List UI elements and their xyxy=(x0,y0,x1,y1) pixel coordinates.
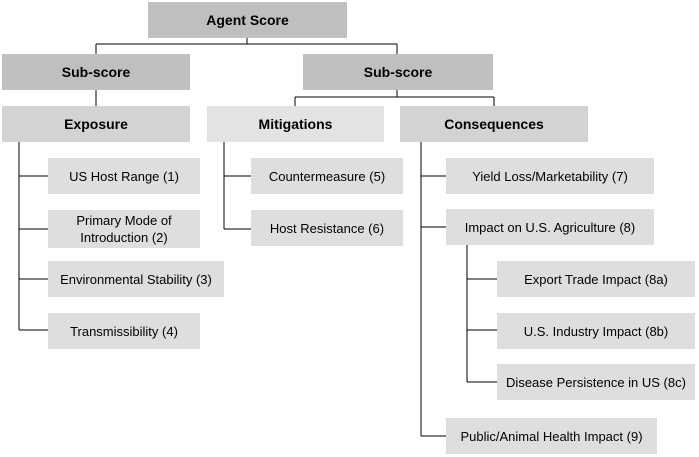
us-host-range-node: US Host Range (1) xyxy=(48,158,200,194)
agent-score-node: Agent Score xyxy=(148,2,347,38)
impact-on-us-agriculture-node: Impact on U.S. Agriculture (8) xyxy=(446,209,654,245)
primary-mode-of-introduction-node: Primary Mode of Introduction (2) xyxy=(48,210,200,248)
transmissibility-node: Transmissibility (4) xyxy=(48,313,200,349)
consequences-node: Consequences xyxy=(400,106,588,142)
sub-score-node-left: Sub-score xyxy=(2,54,190,90)
export-trade-impact-node: Export Trade Impact (8a) xyxy=(497,261,695,297)
yield-loss-marketability-node: Yield Loss/Marketability (7) xyxy=(446,158,654,194)
mitigations-node: Mitigations xyxy=(207,106,384,142)
exposure-node: Exposure xyxy=(2,106,190,142)
sub-score-node-right: Sub-score xyxy=(303,54,493,90)
us-industry-impact-node: U.S. Industry Impact (8b) xyxy=(497,313,695,349)
disease-persistence-node: Disease Persistence in US (8c) xyxy=(497,364,695,400)
environmental-stability-node: Environmental Stability (3) xyxy=(48,261,224,297)
public-animal-health-impact-node: Public/Animal Health Impact (9) xyxy=(446,418,657,454)
host-resistance-node: Host Resistance (6) xyxy=(251,210,403,246)
countermeasure-node: Countermeasure (5) xyxy=(251,158,403,194)
